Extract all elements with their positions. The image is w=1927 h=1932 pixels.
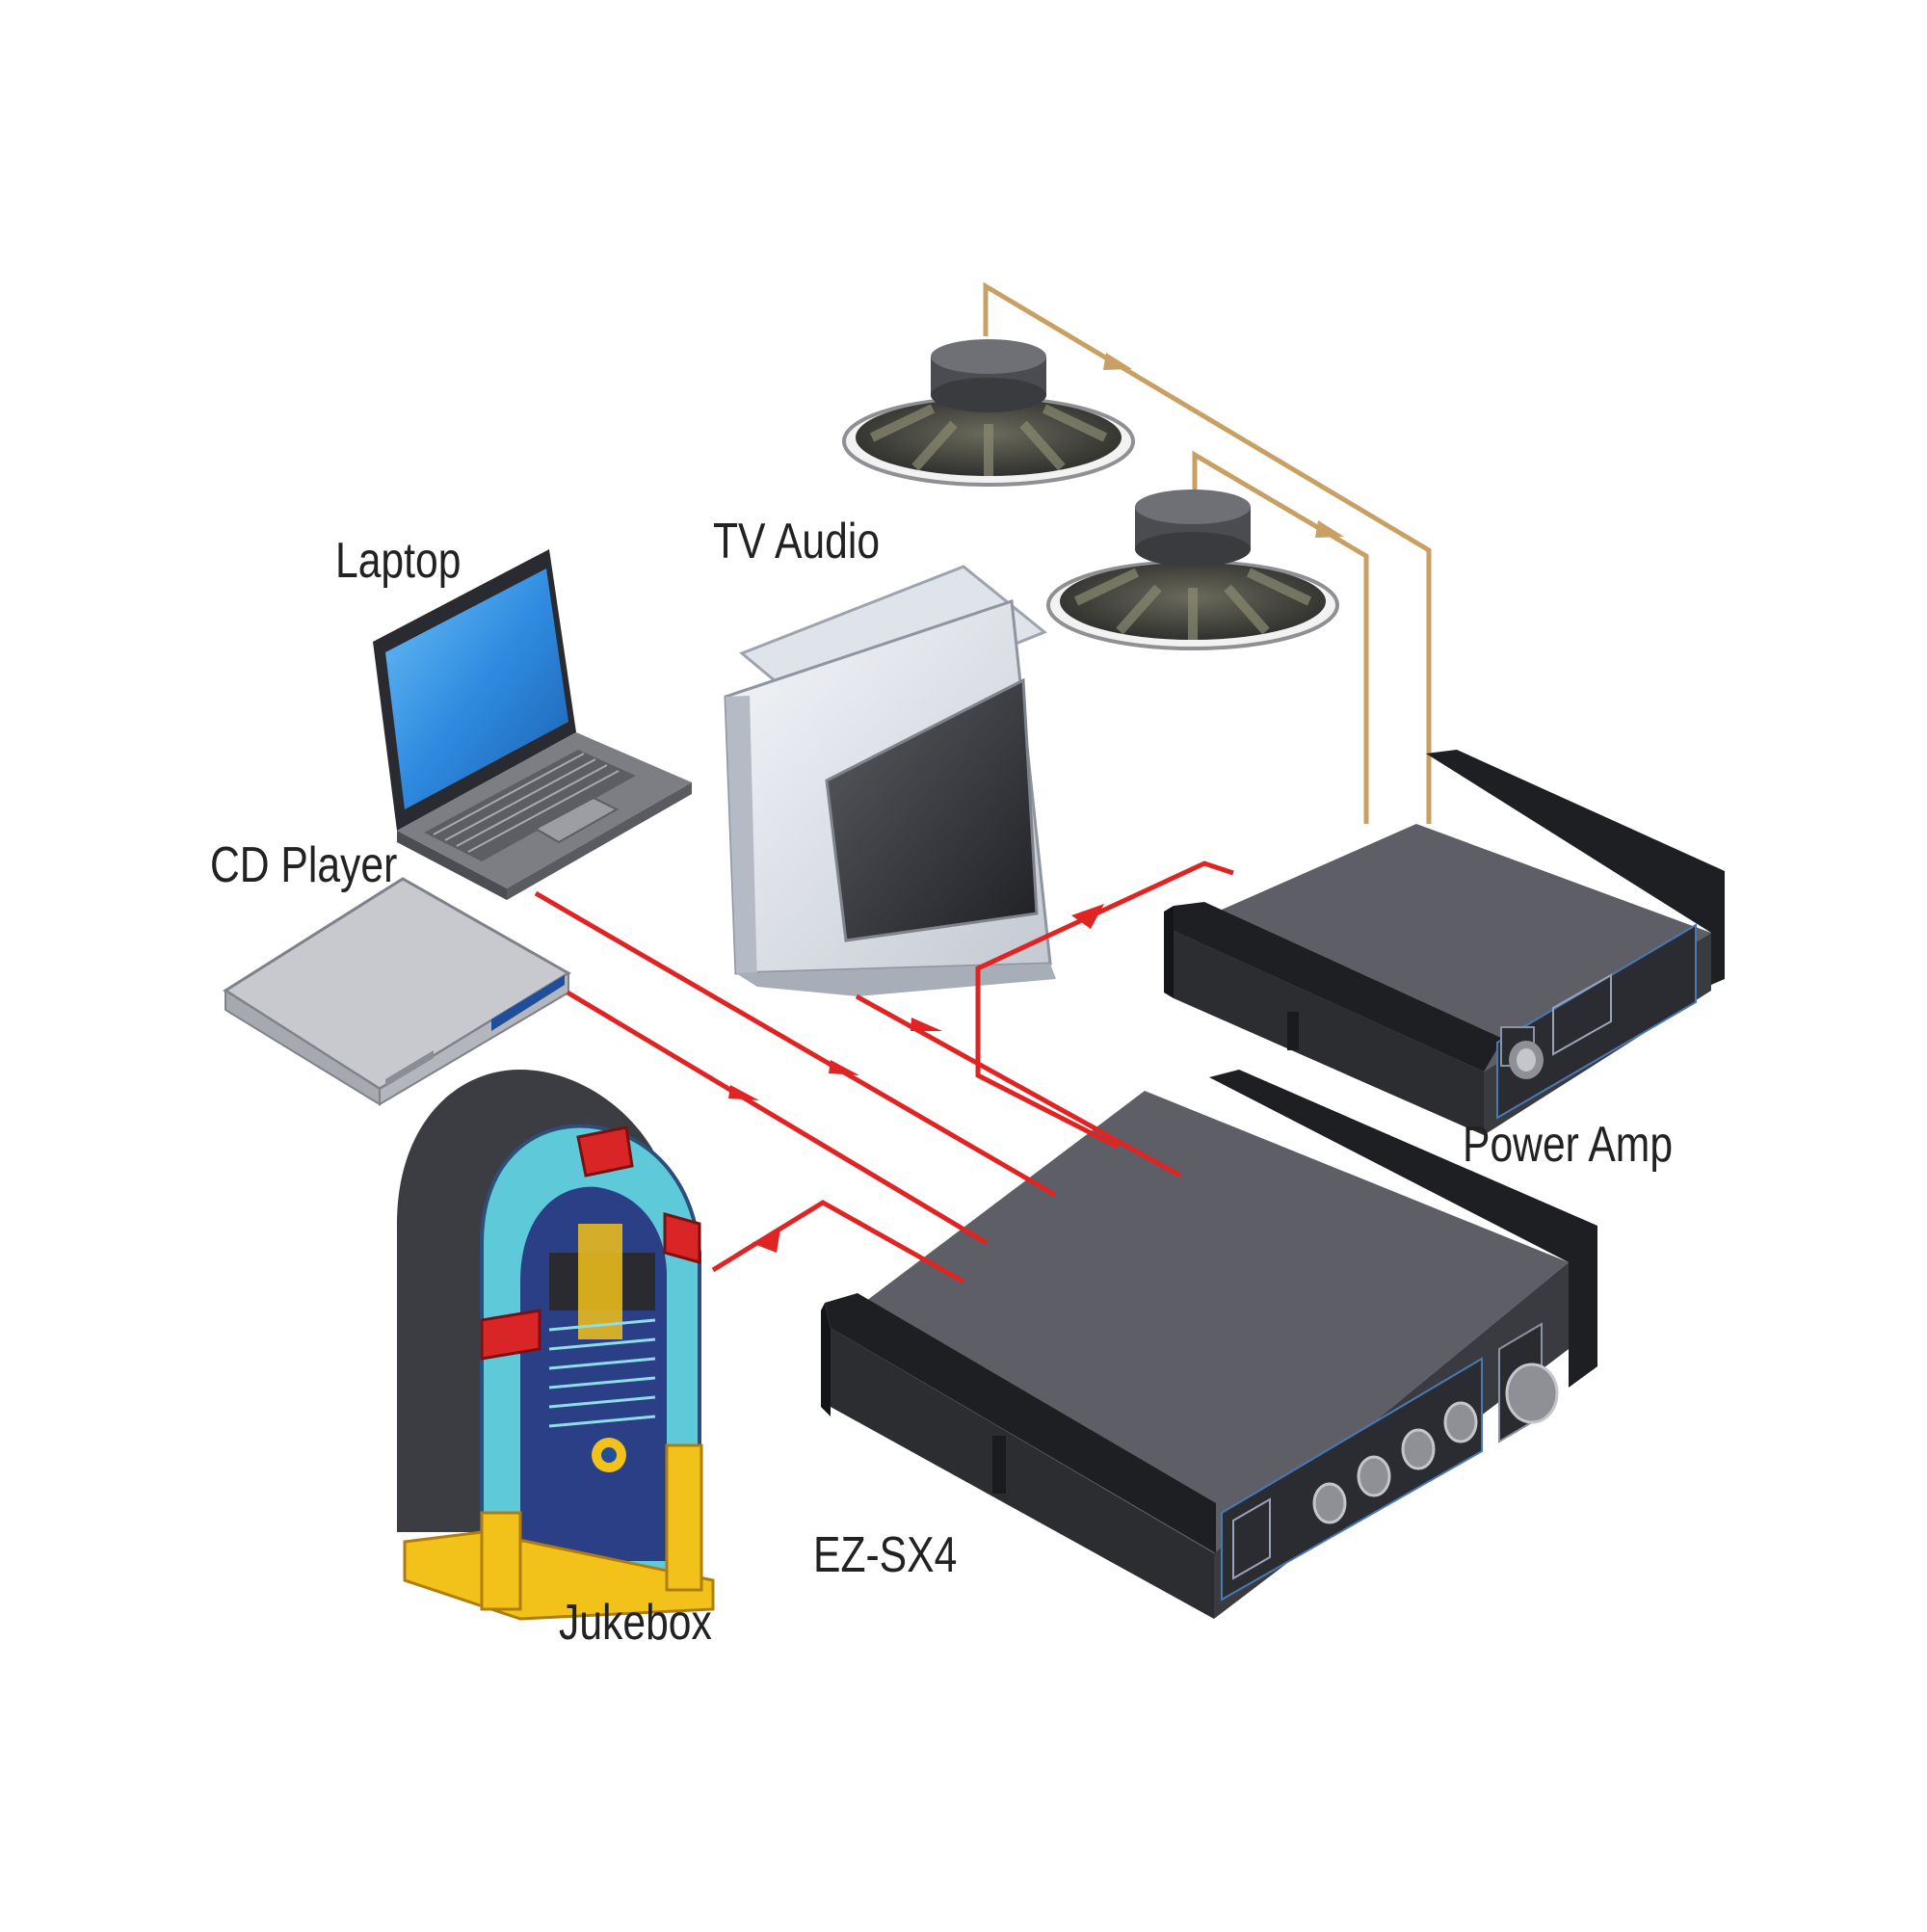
arrow-jukebox bbox=[752, 1230, 780, 1253]
speaker-wire-arrow-upper bbox=[1103, 353, 1132, 370]
laptop-device bbox=[373, 549, 692, 900]
speaker-wire-arrow-lower bbox=[1315, 520, 1344, 538]
cd-player-to-ez-sx4-line bbox=[566, 990, 989, 1246]
laptop-to-ez-sx4-line bbox=[534, 890, 1057, 1198]
tv-device bbox=[724, 565, 1056, 996]
arrow-cd-player bbox=[728, 1085, 759, 1100]
tv-to-ez-sx4-line bbox=[855, 993, 1182, 1178]
label-cd-player: CD Player bbox=[210, 837, 398, 893]
label-tv-audio: TV Audio bbox=[713, 514, 881, 569]
jukebox-song-grid bbox=[548, 1318, 656, 1428]
signal-lines bbox=[534, 860, 1234, 1284]
input-select-knobs bbox=[1312, 1401, 1478, 1524]
label-power-amp: Power Amp bbox=[1463, 1117, 1674, 1173]
speaker-wire-upper bbox=[983, 281, 1432, 824]
arrow-tv bbox=[911, 1018, 942, 1031]
level-knob bbox=[1505, 1363, 1559, 1424]
speaker-upper bbox=[842, 339, 1135, 487]
ez-sx4-to-power-amp-line bbox=[975, 860, 1234, 1150]
jukebox-to-ez-sx4-line bbox=[711, 1200, 965, 1284]
speaker-wires bbox=[983, 281, 1432, 824]
cd-player-device bbox=[223, 877, 571, 1106]
ez-sx4-device bbox=[821, 1070, 1597, 1619]
jukebox-device bbox=[397, 1070, 715, 1621]
label-ez-sx4: EZ-SX4 bbox=[813, 1527, 958, 1583]
speaker-lower bbox=[1046, 490, 1339, 650]
power-amp-device bbox=[1164, 750, 1725, 1135]
arrow-to-power-amp bbox=[1071, 904, 1104, 929]
label-jukebox: Jukebox bbox=[559, 1595, 712, 1651]
arrow-laptop bbox=[829, 1060, 859, 1075]
label-laptop: Laptop bbox=[335, 533, 462, 589]
speaker-wire-lower bbox=[1192, 450, 1369, 824]
